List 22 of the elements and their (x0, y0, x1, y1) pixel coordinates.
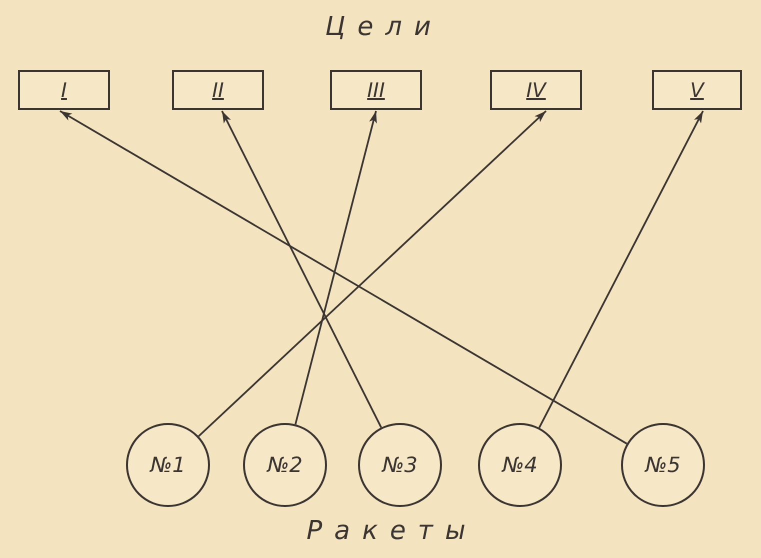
target-box (490, 70, 582, 110)
node-label: №2 (267, 453, 303, 477)
target-box (18, 70, 110, 110)
target-box (172, 70, 264, 110)
target-box (330, 70, 422, 110)
node-label: №3 (382, 453, 418, 477)
node-label: II (212, 78, 224, 102)
target-box (652, 70, 742, 110)
arrow (221, 110, 382, 428)
heading: Цели (325, 12, 443, 42)
node-label: IV (526, 78, 546, 102)
node-label: V (690, 78, 704, 102)
node-label: №5 (645, 453, 681, 477)
arrow (294, 110, 377, 425)
node-label: №1 (150, 453, 186, 477)
node-label: III (367, 78, 385, 102)
arrow (538, 110, 704, 428)
arrow (198, 110, 547, 437)
arrow (60, 110, 628, 444)
caption: Ракеты (306, 516, 478, 546)
node-label: №4 (502, 453, 538, 477)
node-label: I (61, 78, 67, 102)
